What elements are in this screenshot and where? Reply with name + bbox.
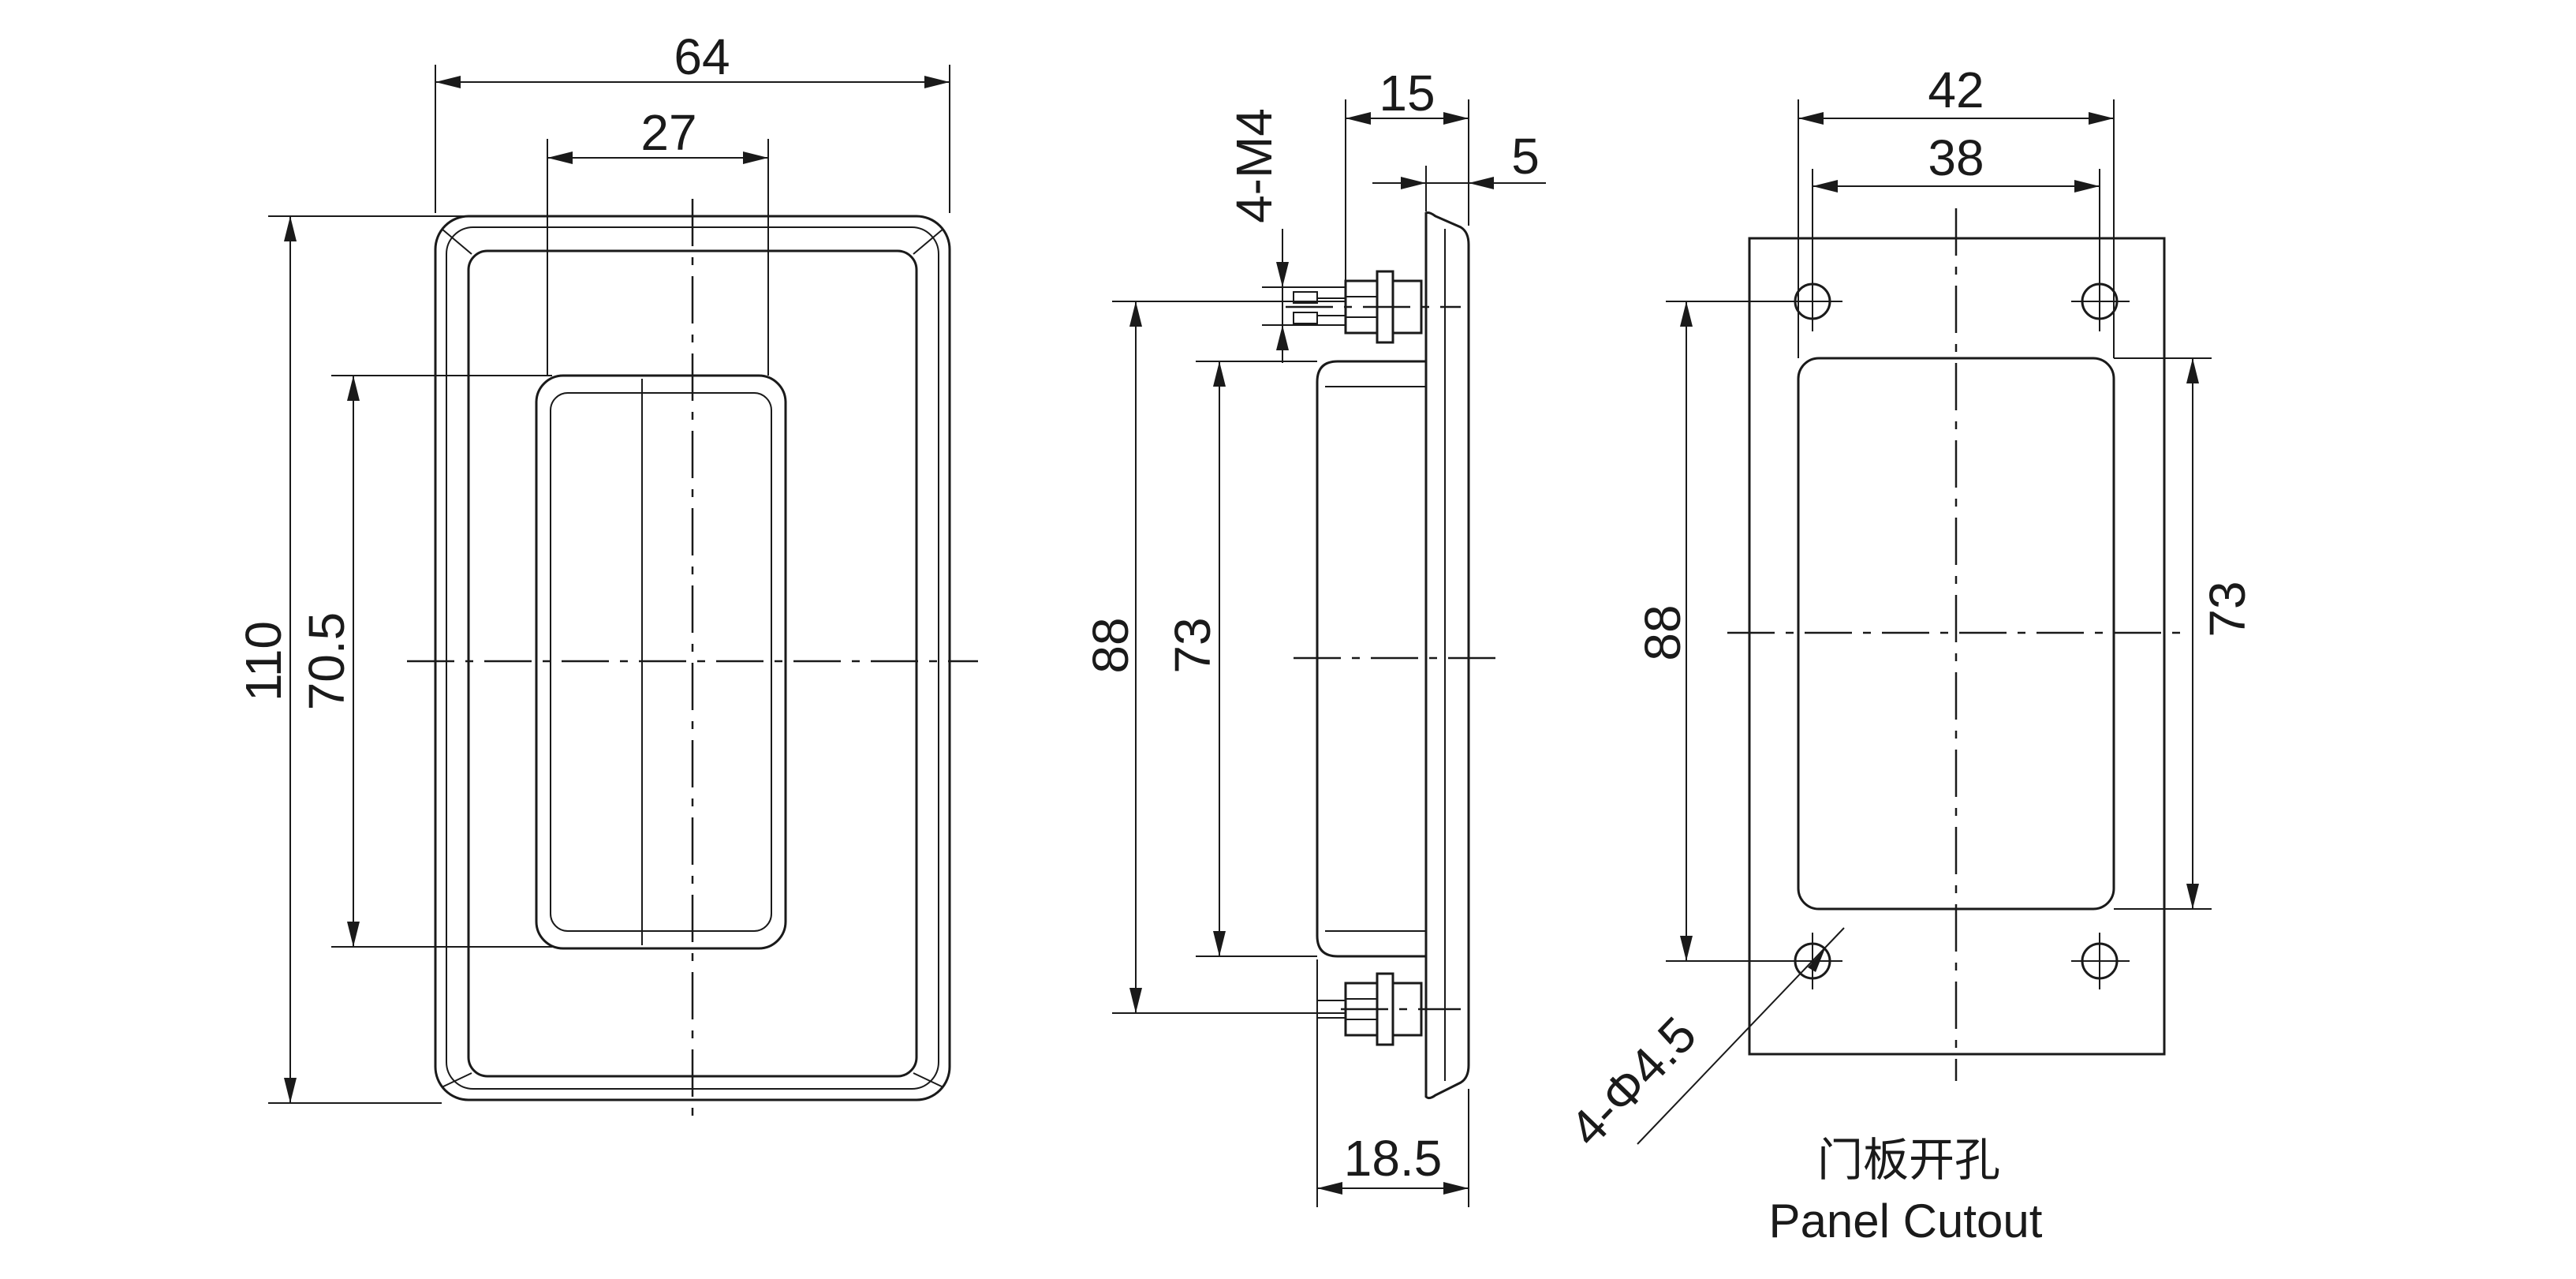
dim-label-70-5: 70.5 <box>298 612 355 711</box>
cutout-view: 42 38 88 73 4-Φ4.5 门板开孔 Panel Cutout <box>1559 62 2256 1247</box>
dim-label-27: 27 <box>640 104 696 161</box>
arrowhead <box>1808 948 1825 972</box>
arrowhead <box>1213 361 1226 387</box>
front-corner-bevels <box>441 228 944 1088</box>
arrowhead <box>1317 1182 1342 1195</box>
dim-label-88: 88 <box>1082 617 1139 673</box>
dim-label-64: 64 <box>674 28 730 85</box>
caption-english: Panel Cutout <box>1769 1195 2043 1247</box>
arrowhead <box>347 922 360 947</box>
dim-label-42: 42 <box>1928 62 1984 118</box>
arrowhead <box>2074 180 2100 193</box>
arrowhead <box>547 151 573 164</box>
front-view: 64 27 110 70.5 <box>235 28 978 1120</box>
dim-label-5: 5 <box>1511 128 1540 185</box>
leader-hole-dia <box>1637 927 1845 1145</box>
arrowhead <box>1813 180 1838 193</box>
arrowhead <box>1401 177 1426 189</box>
arrowhead <box>2089 112 2114 125</box>
arrowhead <box>1469 177 1494 189</box>
front-outer-frame <box>434 215 951 1101</box>
arrowhead <box>1346 112 1371 125</box>
arrowhead <box>1129 301 1142 327</box>
arrowhead <box>435 76 461 88</box>
arrowhead <box>743 151 768 164</box>
dim-label-73: 73 <box>1164 617 1221 673</box>
arrowhead <box>1276 262 1289 287</box>
arrowhead <box>1213 931 1226 956</box>
arrowhead <box>284 216 297 241</box>
arrowhead <box>1129 988 1142 1013</box>
dim-label-4-m4: 4-M4 <box>1226 108 1282 223</box>
dim-label-38: 38 <box>1928 129 1984 186</box>
arrowhead <box>1443 112 1469 125</box>
front-cup-outer <box>535 374 787 950</box>
caption-chinese: 门板开孔 <box>1817 1133 2000 1187</box>
arrowhead <box>1680 301 1693 327</box>
mounting-hole <box>2071 933 2130 989</box>
arrowhead <box>1680 936 1693 961</box>
arrowhead <box>2186 884 2199 909</box>
dim-label-110: 110 <box>235 621 292 701</box>
arrowhead <box>1443 1182 1469 1195</box>
arrowhead <box>1276 325 1289 350</box>
arrowhead <box>2186 358 2199 383</box>
side-view: 4-M4 15 5 88 73 18.5 <box>1082 65 1546 1207</box>
arrowhead <box>347 376 360 401</box>
dim-label-15: 15 <box>1379 65 1435 122</box>
dim-label-88: 88 <box>1634 604 1691 660</box>
arrowhead <box>284 1078 297 1103</box>
side-flange <box>1424 211 1470 1100</box>
arrowhead <box>1798 112 1824 125</box>
dim-label-73: 73 <box>2199 581 2256 637</box>
dim-label-hole-dia: 4-Φ4.5 <box>1559 1006 1708 1157</box>
arrowhead <box>924 76 950 88</box>
dim-label-18-5: 18.5 <box>1344 1130 1443 1187</box>
